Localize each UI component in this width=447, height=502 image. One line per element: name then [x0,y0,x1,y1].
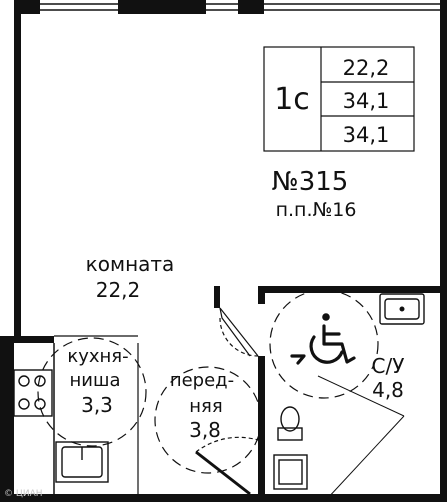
kitchen-turning-circle [37,337,147,447]
top-windows [40,3,440,11]
hall-turning-circle [154,366,262,474]
entrance-door [195,436,259,496]
apartment-number: №315 [272,167,349,197]
bathroom-area: 4,8 [372,378,404,402]
kitchen-sink [55,441,109,483]
apartment-type: 1с [274,82,310,117]
left-wall [14,0,21,340]
bathroom-left-wall [258,356,265,502]
bathroom-door [219,307,259,357]
kitchen-area: 3,3 [81,393,113,417]
info-table [263,46,415,152]
bathroom-diagonal-2 [325,415,405,501]
kitchen-stove [13,369,53,417]
kitchen-name-line2: ниша [70,370,121,391]
living-room-area: 22,2 [96,278,141,302]
watermark: © ЦИАН [4,489,43,499]
pp-number: п.п.№16 [276,199,357,221]
top-wall [14,0,447,14]
area-value-3: 34,1 [343,123,390,147]
bathroom-top-wall [258,286,440,293]
bathroom-sink [379,293,425,325]
hall-wall-stub [214,286,220,308]
wheelchair-turning-circle [269,289,379,399]
kitchen-name-line1: кухня- [67,346,128,367]
hall-name-line2: няя [189,396,222,417]
area-value-1: 22,2 [343,56,390,80]
bathroom-appliance [273,454,308,490]
kitchen-notch [14,336,54,343]
wheelchair-icon [290,313,356,365]
bathroom-left-wall-top [258,286,265,304]
hall-name-line1: перед- [170,370,234,391]
bathroom-toilet [277,406,303,441]
area-value-2: 34,1 [343,89,390,113]
left-lower-wall [0,336,14,502]
bottom-wall [0,494,447,502]
living-room-name: комната [86,252,175,276]
hall-area: 3,8 [189,418,221,442]
bathroom-diagonal [317,375,405,417]
right-wall [440,0,447,502]
bathroom-name: С/У [372,354,405,378]
